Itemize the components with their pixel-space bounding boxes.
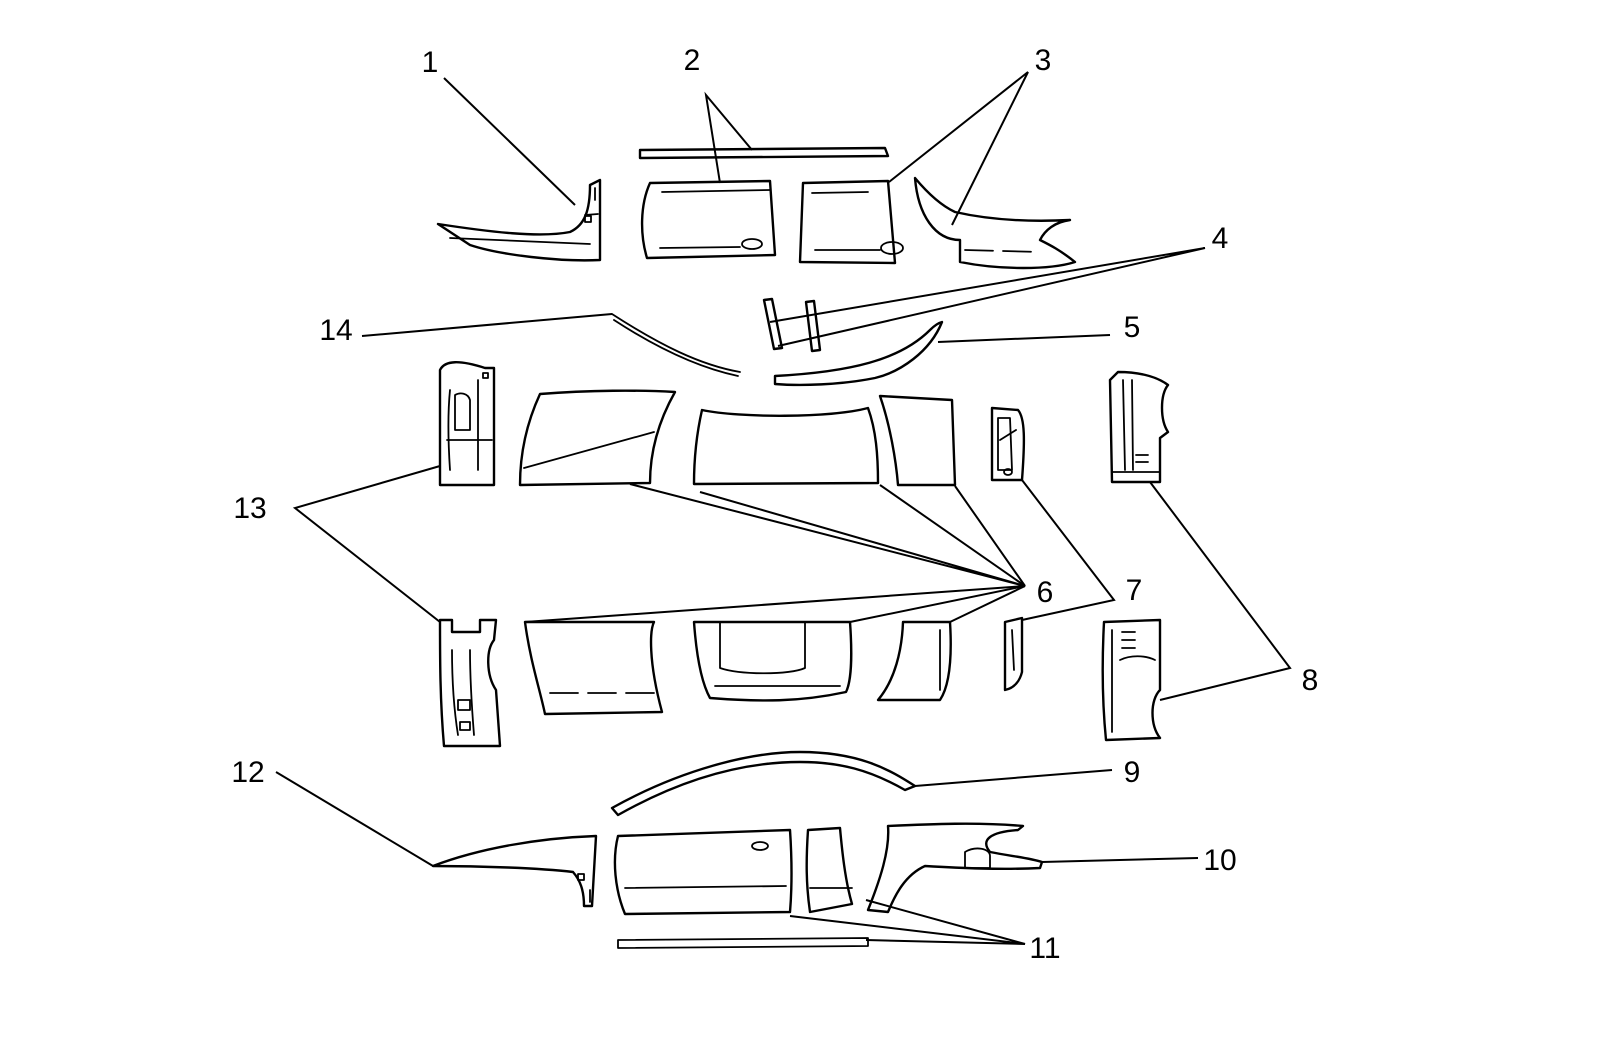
callout-10: 10: [1203, 844, 1236, 877]
quarter-inner-panel-left-lower: [438, 618, 502, 748]
callout-12: 12: [231, 756, 264, 789]
rear-deck-lid-panel: [878, 394, 957, 487]
leader-lines: [275, 71, 1292, 945]
roof-rail-molding-top: [638, 146, 890, 160]
rocker-molding: [617, 937, 869, 949]
roof-panel: [692, 406, 880, 486]
front-fender-left: [436, 178, 602, 262]
rear-door-panel-right: [805, 826, 854, 914]
callout-14: 14: [319, 314, 352, 347]
deck-lid-inner-panel: [876, 620, 952, 702]
callout-13: 13: [233, 492, 266, 525]
callout-8: 8: [1302, 664, 1319, 697]
hood-panel: [518, 389, 677, 487]
callout-1: 1: [422, 46, 439, 79]
front-fender-right: [431, 834, 598, 908]
quarter-panel-left: [913, 176, 1077, 270]
tail-lamp-panel-small: [990, 406, 1026, 482]
callout-4: 4: [1212, 222, 1229, 255]
front-door-panel-left: [640, 179, 777, 260]
front-door-panel-right: [613, 828, 793, 916]
pillar-moldings: [762, 297, 822, 353]
wheel-opening-trim: [773, 320, 944, 387]
roof-inner-panel: [692, 620, 853, 702]
roof-rail-molding-lower: [610, 750, 917, 817]
callout-2: 2: [684, 44, 701, 77]
callout-7: 7: [1126, 574, 1143, 607]
roof-side-trim-strip: [611, 313, 741, 377]
quarter-inner-panel-right-upper: [1108, 370, 1170, 484]
quarter-panel-right: [866, 822, 1044, 914]
rear-door-panel-left: [798, 179, 904, 265]
quarter-inner-panel-left-upper: [438, 361, 496, 487]
callout-labels: 1 2 3 4 5 6 7 8 9 10 11 12 13 14: [231, 44, 1318, 965]
callout-11: 11: [1029, 932, 1060, 965]
quarter-inner-panel-right-lower: [1101, 618, 1162, 742]
callout-6: 6: [1037, 576, 1054, 609]
tail-lamp-panel-lower: [1003, 616, 1024, 692]
callout-9: 9: [1124, 756, 1141, 789]
callout-3: 3: [1035, 44, 1052, 77]
hood-inner-panel: [523, 620, 664, 716]
callout-5: 5: [1124, 311, 1141, 344]
